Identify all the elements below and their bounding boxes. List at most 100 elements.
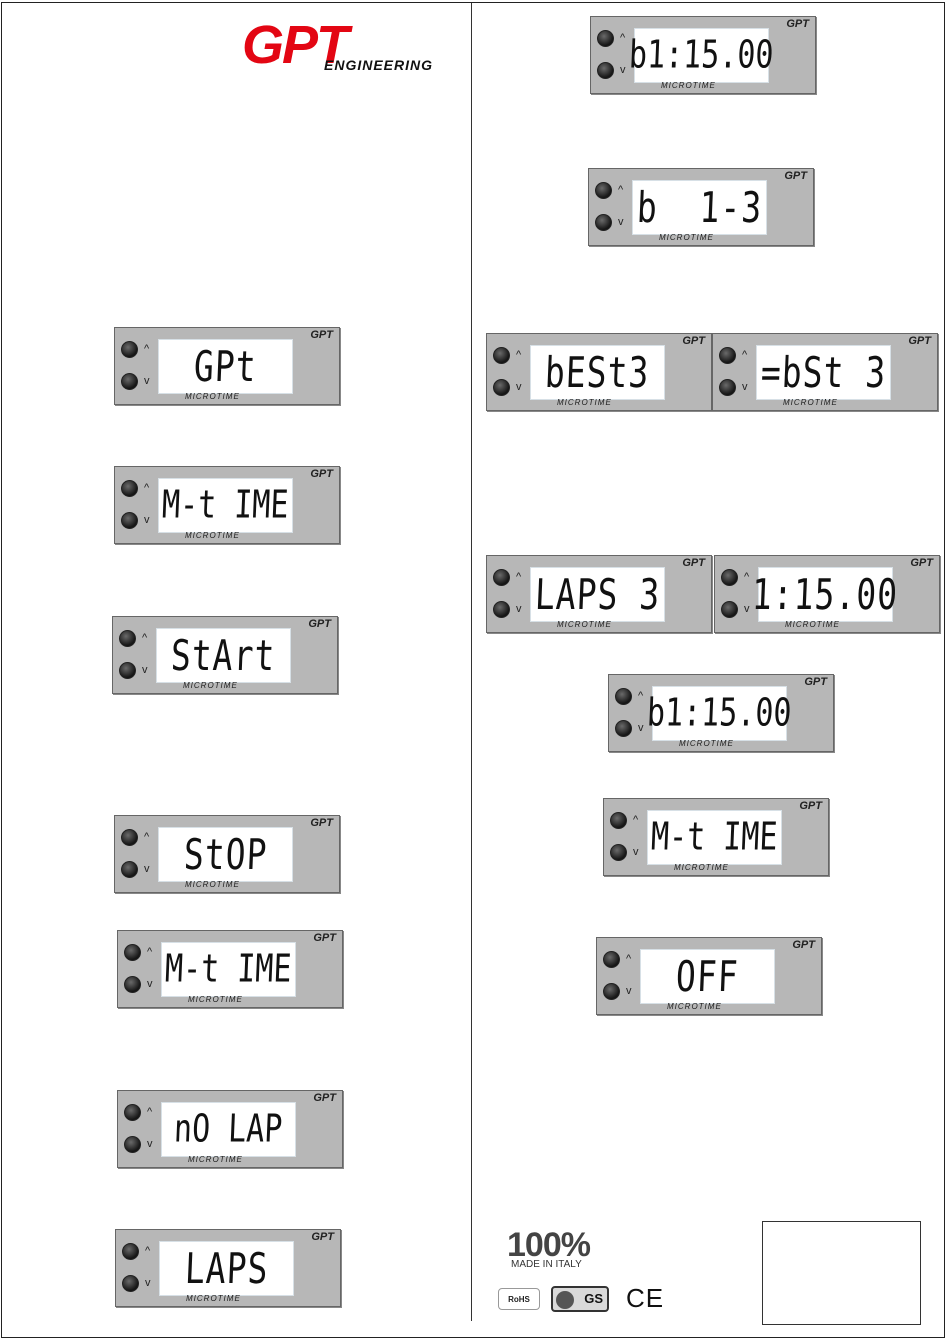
down-button[interactable] — [119, 662, 136, 679]
device-model: MICROTIME — [185, 392, 240, 401]
empty-stamp-box — [762, 1221, 921, 1325]
tuv-seal-icon — [556, 1291, 574, 1309]
lcd-text: GPt — [193, 341, 258, 392]
lcd-text: 1:15.00 — [751, 569, 900, 620]
device-model: MICROTIME — [188, 1155, 243, 1164]
up-arrow-icon: ^ — [145, 1245, 151, 1257]
display-panel-m-time-3: ^ v M-t IME GPT MICROTIME — [603, 798, 829, 876]
up-button[interactable] — [121, 829, 138, 846]
device-brand: GPT — [799, 800, 822, 812]
up-arrow-icon: ^ — [144, 831, 150, 843]
device-brand: GPT — [313, 1092, 336, 1104]
display-panel-best3: ^ v bESt3 GPT MICROTIME — [486, 333, 712, 411]
up-arrow-icon: ^ — [626, 953, 632, 965]
up-button[interactable] — [595, 182, 612, 199]
down-arrow-icon: v — [516, 381, 522, 393]
up-button[interactable] — [493, 569, 510, 586]
up-button[interactable] — [721, 569, 738, 586]
down-arrow-icon: v — [142, 664, 148, 676]
lcd-screen: LAPS 3 — [530, 567, 665, 622]
logo-subtitle: ENGINEERING — [324, 57, 434, 73]
device-model: MICROTIME — [785, 620, 840, 629]
device-model: MICROTIME — [659, 233, 714, 242]
gs-label: GS — [584, 1291, 603, 1306]
down-button[interactable] — [124, 976, 141, 993]
display-panel-lap-time: ^ v 1:15.00 GPT MICROTIME — [714, 555, 940, 633]
down-button[interactable] — [610, 844, 627, 861]
lcd-text: LAPS 3 — [533, 569, 662, 620]
down-button[interactable] — [615, 720, 632, 737]
device-brand: GPT — [910, 557, 933, 569]
down-button[interactable] — [121, 512, 138, 529]
down-button[interactable] — [124, 1136, 141, 1153]
up-button[interactable] — [610, 812, 627, 829]
display-panel-start: ^ v StArt GPT MICROTIME — [112, 616, 338, 694]
up-button[interactable] — [597, 30, 614, 47]
lcd-text: b 1-3 — [635, 182, 764, 233]
up-button[interactable] — [121, 480, 138, 497]
display-panel-no-lap: ^ v nO LAP GPT MICROTIME — [117, 1090, 343, 1168]
device-brand: GPT — [682, 557, 705, 569]
down-button[interactable] — [597, 62, 614, 79]
up-arrow-icon: ^ — [638, 690, 644, 702]
up-arrow-icon: ^ — [147, 946, 153, 958]
lcd-screen: GPt — [158, 339, 293, 394]
lcd-text: LAPS — [183, 1243, 270, 1294]
up-button[interactable] — [719, 347, 736, 364]
down-arrow-icon: v — [144, 375, 150, 387]
up-arrow-icon: ^ — [618, 184, 624, 196]
display-panel-best-time: ^ v b1:15.00 GPT MICROTIME — [590, 16, 816, 94]
lcd-screen: 1:15.00 — [751, 567, 900, 622]
device-brand: GPT — [310, 329, 333, 341]
down-button[interactable] — [121, 861, 138, 878]
down-button[interactable] — [721, 601, 738, 618]
down-button[interactable] — [493, 601, 510, 618]
down-arrow-icon: v — [626, 985, 632, 997]
lcd-text: M-t IME — [650, 815, 779, 860]
device-model: MICROTIME — [667, 1002, 722, 1011]
down-button[interactable] — [493, 379, 510, 396]
rohs-mark: RoHS — [498, 1288, 540, 1310]
device-model: MICROTIME — [661, 81, 716, 90]
lcd-screen: =bSt 3 — [756, 345, 891, 400]
down-arrow-icon: v — [638, 722, 644, 734]
display-panel-gpt: ^ v GPt GPT MICROTIME — [114, 327, 340, 405]
down-arrow-icon: v — [145, 1277, 151, 1289]
down-button[interactable] — [719, 379, 736, 396]
up-button[interactable] — [603, 951, 620, 968]
device-model: MICROTIME — [185, 531, 240, 540]
lcd-screen: StOP — [158, 827, 293, 882]
up-button[interactable] — [124, 1104, 141, 1121]
device-brand: GPT — [313, 932, 336, 944]
up-arrow-icon: ^ — [620, 32, 626, 44]
up-button[interactable] — [119, 630, 136, 647]
down-button[interactable] — [595, 214, 612, 231]
up-button[interactable] — [493, 347, 510, 364]
up-arrow-icon: ^ — [142, 632, 148, 644]
up-button[interactable] — [122, 1243, 139, 1260]
device-brand: GPT — [786, 18, 809, 30]
lcd-text: nO LAP — [173, 1107, 284, 1152]
down-button[interactable] — [603, 983, 620, 1000]
device-brand: GPT — [682, 335, 705, 347]
down-button[interactable] — [121, 373, 138, 390]
down-arrow-icon: v — [618, 216, 624, 228]
device-model: MICROTIME — [679, 739, 734, 748]
lcd-text: M-t IME — [161, 483, 290, 528]
up-button[interactable] — [615, 688, 632, 705]
lcd-screen: StArt — [156, 628, 291, 683]
device-brand: GPT — [908, 335, 931, 347]
up-button[interactable] — [124, 944, 141, 961]
lcd-text: b1:15.00 — [628, 33, 775, 78]
lcd-screen: M-t IME — [158, 478, 293, 533]
device-model: MICROTIME — [186, 1294, 241, 1303]
lcd-text: M-t IME — [164, 947, 293, 992]
down-arrow-icon: v — [144, 863, 150, 875]
up-button[interactable] — [121, 341, 138, 358]
up-arrow-icon: ^ — [744, 571, 750, 583]
device-model: MICROTIME — [557, 398, 612, 407]
down-button[interactable] — [122, 1275, 139, 1292]
lcd-screen: LAPS — [159, 1241, 294, 1296]
device-brand: GPT — [792, 939, 815, 951]
